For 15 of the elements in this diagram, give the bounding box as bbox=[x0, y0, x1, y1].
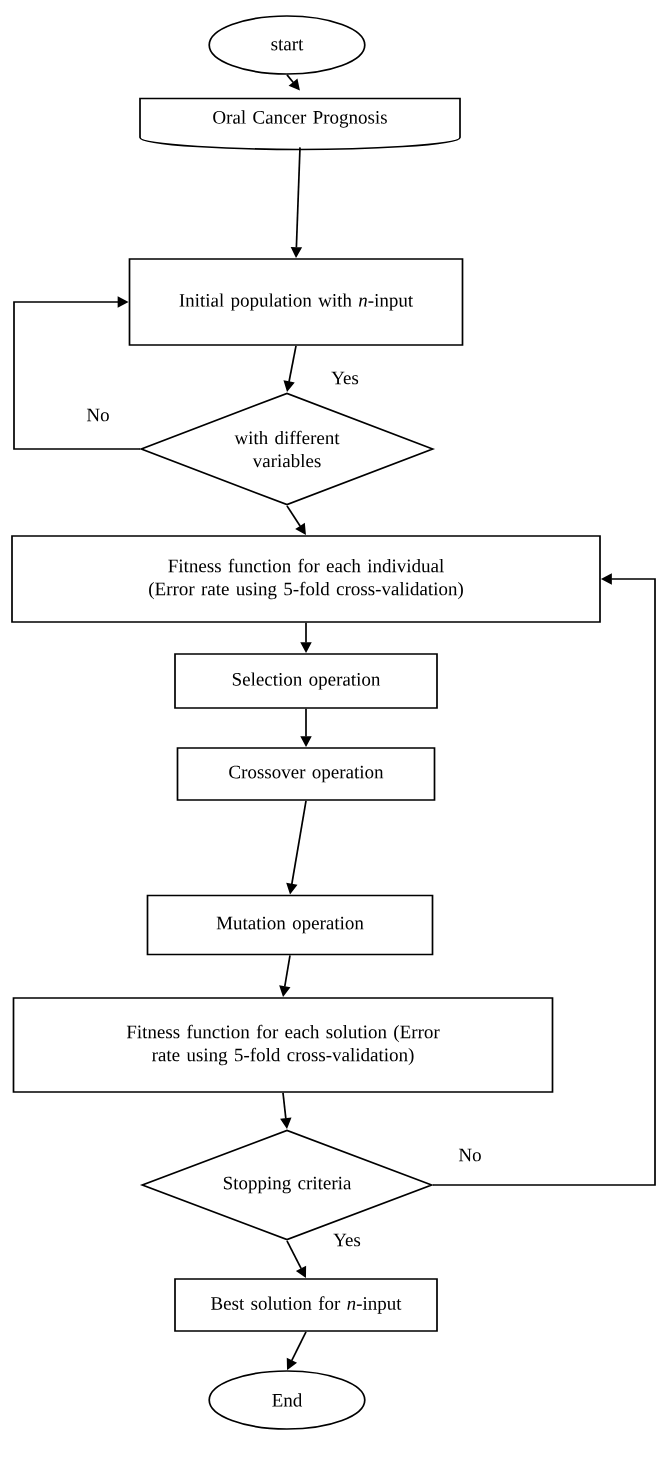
edge-label: No bbox=[457, 1147, 483, 1163]
arrow bbox=[13, 296, 141, 450]
process-box: Selection operation bbox=[174, 653, 438, 709]
edge-label: Yes bbox=[330, 370, 360, 386]
end-terminal: End bbox=[208, 1370, 366, 1430]
process-box: Crossover operation bbox=[176, 747, 436, 801]
process-box: Fitness function for each solution (Error rate using 5-fold cross-validation) bbox=[12, 997, 554, 1093]
process-box: Mutation operation bbox=[146, 894, 434, 956]
process-box: Initial population with n-input bbox=[128, 258, 464, 346]
arrow bbox=[286, 74, 300, 91]
arrow bbox=[432, 573, 656, 1186]
process-box: Best solution for n-input bbox=[174, 1278, 438, 1332]
edge-label: No bbox=[85, 407, 111, 423]
start-terminal: start bbox=[208, 15, 366, 75]
process-box: Fitness function for each individual (Error rate using 5-fold cross-validation) bbox=[11, 535, 601, 623]
